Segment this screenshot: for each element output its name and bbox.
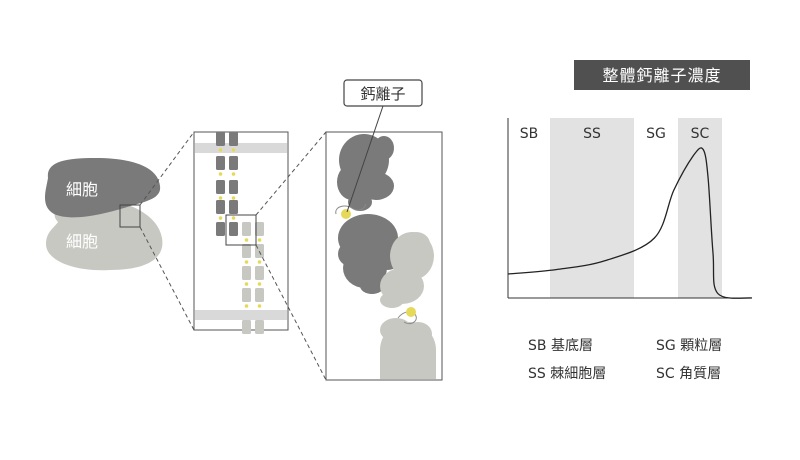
calcium-dot <box>218 148 223 152</box>
region-band-ss <box>550 118 634 298</box>
light-domain <box>255 320 264 334</box>
dark-domain <box>216 222 225 236</box>
legend-code: SC <box>656 366 675 382</box>
callout-label: 鈣離子 <box>360 85 405 103</box>
dark-domain <box>216 200 225 214</box>
region-label-sc: SC <box>691 126 710 142</box>
junction-zoom-box <box>225 214 257 246</box>
chart-title-bg <box>574 60 750 90</box>
region-band-sc <box>678 118 722 298</box>
callout-pointer <box>346 105 384 213</box>
calcium-ion-lower <box>406 307 416 317</box>
dark-domain <box>216 180 225 194</box>
light-protein-middle <box>380 232 434 308</box>
legend-code: SB <box>528 338 547 354</box>
lower-cell <box>46 199 163 271</box>
lower-cell-label: 細胞 <box>66 232 98 251</box>
calcium-dot <box>231 172 236 176</box>
light-domain <box>242 320 251 334</box>
calcium-dot <box>231 196 236 200</box>
chart-regions: SB SS SG SC <box>520 118 722 298</box>
light-domain <box>255 266 264 280</box>
membrane-band-top <box>195 143 287 153</box>
region-label-sg: SG <box>646 126 666 142</box>
dark-domain <box>216 132 225 146</box>
calcium-dot <box>218 196 223 200</box>
light-domain <box>255 288 264 302</box>
calcium-dot <box>218 172 223 176</box>
junction-panel <box>193 131 289 334</box>
legend-code: SS <box>528 366 546 382</box>
membrane-band-bottom <box>195 310 287 320</box>
calcium-dot <box>257 238 262 242</box>
light-domain <box>242 244 251 258</box>
light-protein-column <box>242 222 264 334</box>
dark-protein-column <box>216 132 238 236</box>
dark-domain <box>229 132 238 146</box>
calcium-dot <box>218 216 223 220</box>
dark-domain <box>229 156 238 170</box>
region-label-ss: SS <box>583 126 601 142</box>
dark-domain <box>229 180 238 194</box>
linker-strand-2 <box>397 311 417 325</box>
dark-domain <box>216 156 225 170</box>
chart: 整體鈣離子濃度 SB SS SG SC <box>507 60 753 299</box>
dark-domain <box>229 200 238 214</box>
calcium-dot <box>231 216 236 220</box>
light-domain <box>242 288 251 302</box>
legend: SB 基底層 SG 顆粒層 SS 棘細胞層 SC 角質層 <box>528 337 722 382</box>
chart-title: 整體鈣離子濃度 <box>602 66 721 85</box>
upper-cell-label: 細胞 <box>66 180 98 199</box>
upper-cell <box>45 158 161 218</box>
light-domain <box>255 222 264 236</box>
light-domain <box>242 266 251 280</box>
legend-item-ss: SS 棘細胞層 <box>528 366 606 382</box>
calcium-dot <box>244 282 249 286</box>
legend-item-sg: SG 顆粒層 <box>656 338 722 354</box>
calcium-ion-upper <box>341 209 351 219</box>
calcium-dot <box>257 260 262 264</box>
calcium-concentration-line <box>507 147 753 299</box>
cell-zoom-box <box>119 204 141 228</box>
legend-name: 顆粒層 <box>680 338 722 354</box>
legend-code: SG <box>656 338 676 354</box>
light-domain <box>242 222 251 236</box>
dark-protein-upper <box>337 134 394 211</box>
legend-name: 棘細胞層 <box>550 366 606 382</box>
calcium-callout: 鈣離子 <box>343 79 423 213</box>
calcium-dot <box>244 260 249 264</box>
calcium-dot <box>257 304 262 308</box>
zoom-line-top-1 <box>139 131 195 206</box>
cell-group: 細胞 細胞 <box>45 158 163 271</box>
dark-domain <box>229 222 238 236</box>
legend-name: 角質層 <box>679 366 721 382</box>
zoom-line-bottom-2 <box>255 244 327 381</box>
calcium-dot <box>231 148 236 152</box>
region-label-sb: SB <box>520 126 539 142</box>
protein-panel <box>325 131 443 381</box>
calcium-dot <box>257 282 262 286</box>
light-protein-lower <box>380 318 436 379</box>
zoom-line-bottom-1 <box>139 226 195 331</box>
legend-name: 基底層 <box>551 337 593 354</box>
linker-strand-1 <box>335 203 367 215</box>
legend-item-sc: SC 角質層 <box>656 366 721 382</box>
calcium-dot <box>244 304 249 308</box>
calcium-dot <box>244 238 249 242</box>
legend-item-sb: SB 基底層 <box>528 337 593 354</box>
